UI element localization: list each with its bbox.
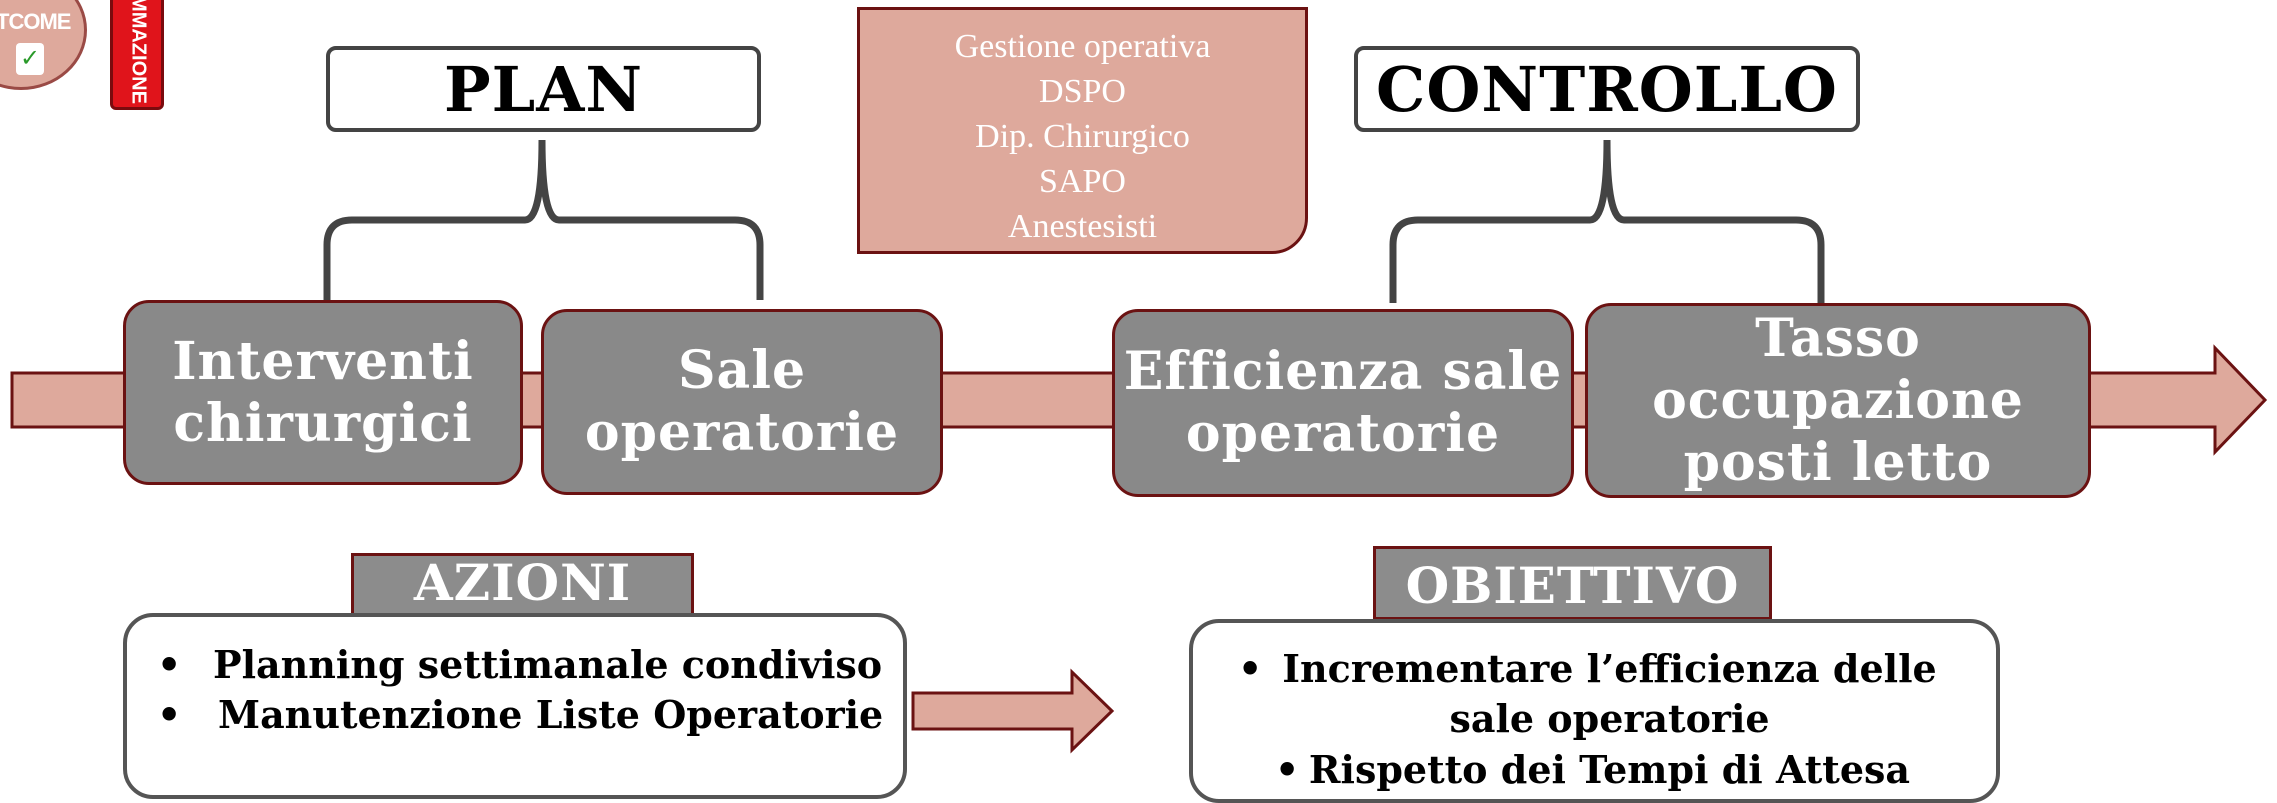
bullet-icon: • <box>157 642 182 687</box>
step-line: Sale <box>677 340 807 401</box>
stakeholder-line: Dip. Chirurgico <box>975 118 1190 155</box>
step-line: chirurgici <box>173 392 473 454</box>
azione-item: Planning settimanale condiviso <box>213 642 883 687</box>
stakeholder-line: DSPO <box>1039 73 1126 110</box>
azione-item: Manutenzione Liste Operatorie <box>218 692 884 737</box>
obiettivo-item: Rispetto dei Tempi di Attesa <box>1308 747 1911 792</box>
step-interventi-chirurgici: Interventi chirurgici <box>123 300 523 485</box>
step-tasso-occupazione-posti-letto: Tasso occupazione posti letto <box>1585 303 2091 498</box>
step-line: Interventi <box>172 330 474 392</box>
azioni-to-obiettivo-arrow <box>911 668 1115 754</box>
stakeholder-line: Anestesisti <box>1007 208 1158 245</box>
controllo-title: CONTROLLO <box>1354 46 1860 132</box>
stakeholder-line: SAPO <box>1039 163 1126 200</box>
checkmark-person-icon: ✓ <box>16 43 44 75</box>
step-efficienza-sale-operatorie: Efficienza sale operatorie <box>1112 309 1574 497</box>
azioni-list: • Planning settimanale condiviso • Manut… <box>123 613 907 799</box>
plan-bracket <box>323 139 764 300</box>
step-line: occupazione <box>1652 369 2024 431</box>
obiettivo-item-continued: sale operatorie <box>1449 696 1770 741</box>
step-line: posti letto <box>1683 431 1993 493</box>
obiettivo-label: OBIETTIVO <box>1373 546 1772 620</box>
plan-title: PLAN <box>326 46 761 132</box>
bullet-icon: • <box>1238 646 1263 691</box>
step-line: operatorie <box>1185 403 1501 464</box>
azioni-label: AZIONI <box>351 553 694 617</box>
obiettivo-item: Incrementare l’efficienza delle <box>1282 646 1937 691</box>
red-tag-text: MMAZIONE <box>127 0 150 104</box>
stakeholders-box: Gestione operativa DSPO Dip. Chirurgico … <box>857 7 1308 254</box>
step-sale-operatorie: Sale operatorie <box>541 309 943 495</box>
step-line: Efficienza sale <box>1123 341 1563 402</box>
outcome-logo-text: TCOME <box>0 9 71 34</box>
bullet-icon: • <box>157 692 182 737</box>
bullet-icon: • <box>1275 747 1300 792</box>
step-line: Tasso <box>1755 307 1921 369</box>
stakeholder-line: Gestione operativa <box>954 28 1211 65</box>
controllo-bracket <box>1389 139 1825 303</box>
step-line: operatorie <box>584 402 900 463</box>
obiettivo-list: • Incrementare l’efficienza delle sale o… <box>1189 619 2000 803</box>
red-tag-logo: MMAZIONE <box>110 0 164 110</box>
